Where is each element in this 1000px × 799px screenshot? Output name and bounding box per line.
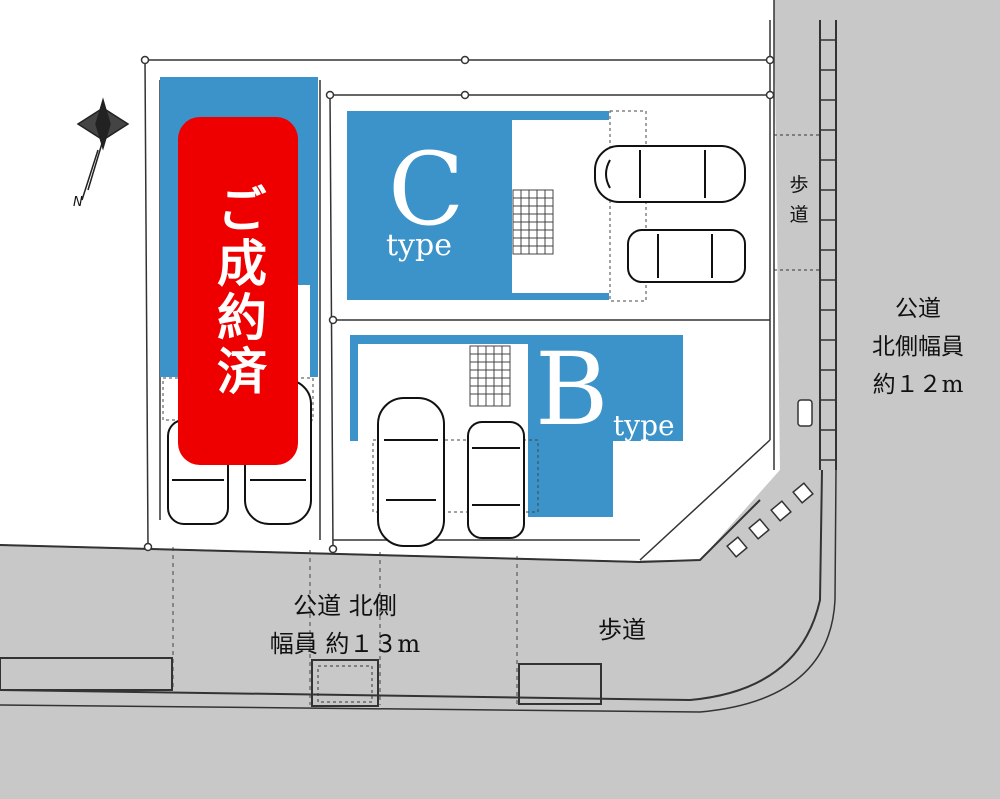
south-road-dashes — [172, 547, 518, 705]
boundary-markers — [140, 55, 775, 554]
plot-b-lower — [528, 441, 613, 517]
sidewalk-south-label: 歩道 — [598, 616, 646, 644]
plot-c-letter: C — [388, 131, 465, 248]
road-east-line2: 北側幅員 — [872, 334, 964, 360]
car-icon-c1 — [594, 145, 746, 203]
road-north-line1: 公道 北側 — [293, 592, 397, 620]
sold-badge: ご成約済 — [178, 117, 298, 465]
road-north-line2: 幅員 約１３m — [269, 630, 421, 658]
plot-b-word: type — [613, 409, 675, 442]
plot-b-grid — [469, 345, 511, 407]
car-icon-b2 — [467, 421, 525, 539]
sidewalk-east-label: 歩道 — [789, 174, 809, 226]
corner-curb-ticks — [726, 482, 814, 558]
car-icon-c2 — [627, 229, 746, 283]
south-curb-line — [0, 469, 823, 702]
plot-b-letter: B — [535, 331, 609, 448]
east-curb-ticks — [820, 39, 836, 461]
road-east-label: 公道 北側幅員 約１２m — [858, 290, 978, 404]
road-east-line3: 約１２m — [872, 372, 964, 398]
road-north-label: 公道 北側 幅員 約１３m — [255, 587, 435, 663]
sold-label: ご成約済 — [209, 183, 268, 399]
car-icon-b1 — [377, 397, 445, 547]
south-curb-line-2 — [0, 469, 837, 713]
road-east-line1: 公道 — [895, 296, 941, 322]
plot-c-word: type — [386, 228, 452, 263]
north-label: N — [73, 195, 83, 210]
compass-icon — [76, 97, 130, 201]
plot-c-grid — [512, 189, 554, 255]
